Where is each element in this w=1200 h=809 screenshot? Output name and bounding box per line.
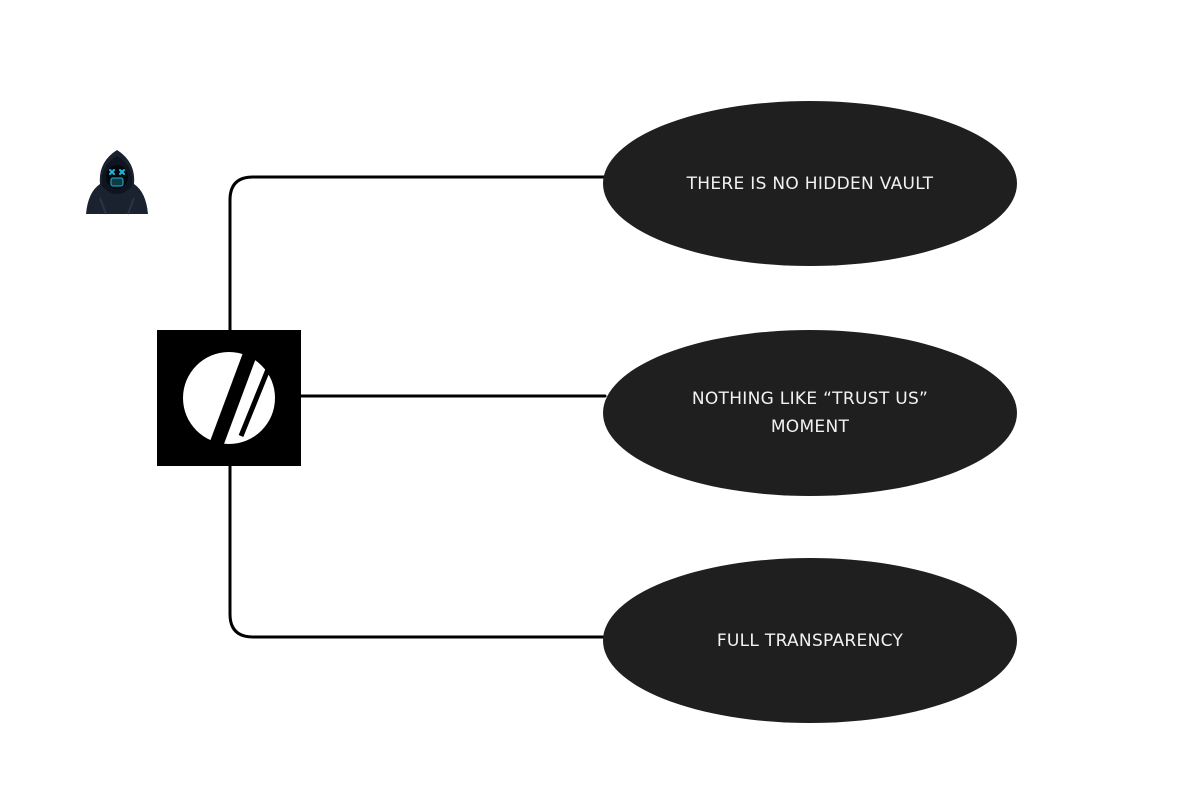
brand-logo [157,330,301,466]
node-full-transparency: FULL TRANSPARENCY [603,558,1017,723]
connector-lines [228,175,607,639]
slashed-circle-logo [183,343,275,451]
node-label: THERE IS NO HIDDEN VAULT [686,173,934,194]
connector-bottom [228,464,607,639]
node-no-trust-us-moment: NOTHING LIKE “TRUST US” MOMENT [603,330,1017,496]
connector-top [228,175,607,332]
node-no-hidden-vault: THERE IS NO HIDDEN VAULT [603,101,1017,266]
node-label: NOTHING LIKE “TRUST US” MOMENT [691,389,929,437]
node-label: FULL TRANSPARENCY [716,630,904,651]
hooded-figure-icon [86,150,148,215]
